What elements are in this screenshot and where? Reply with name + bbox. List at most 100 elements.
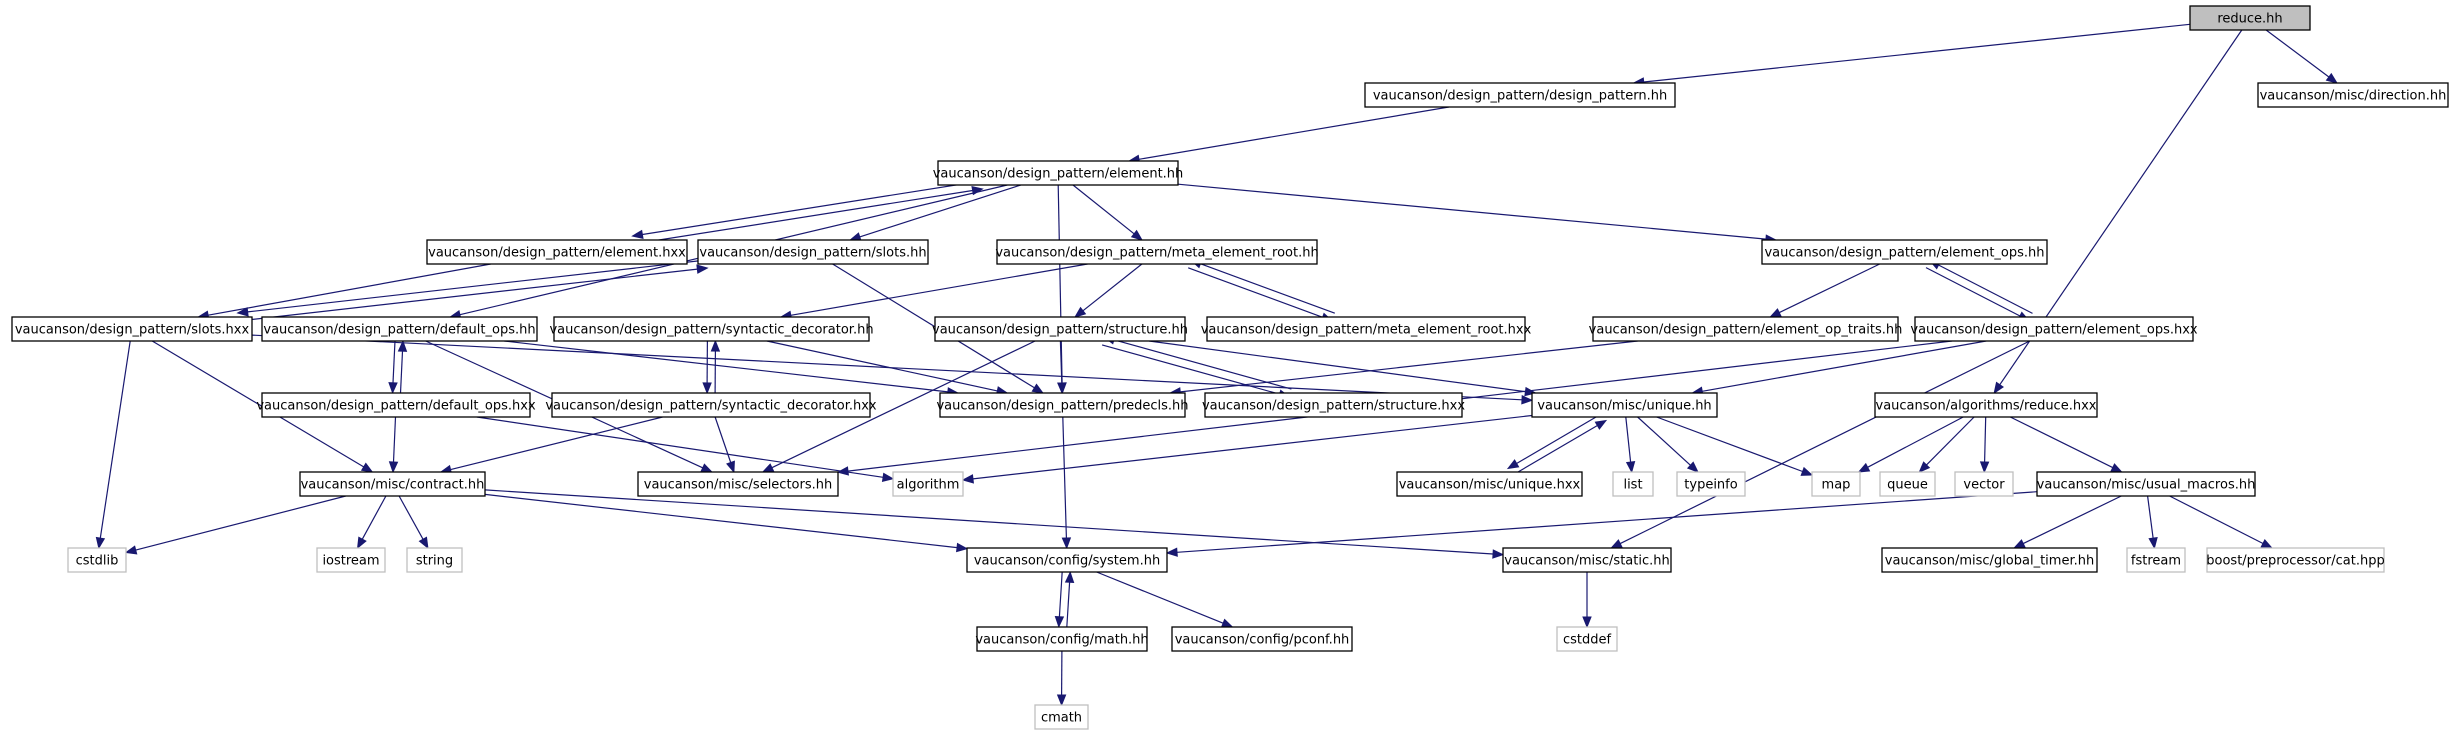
node-label: vaucanson/misc/unique.hxx bbox=[1399, 478, 1581, 493]
node-cstddef: cstddef bbox=[1556, 626, 1618, 652]
node-vaucanson-design-pattern-slots-hxx[interactable]: vaucanson/design_pattern/slots.hxx bbox=[11, 316, 253, 342]
node-vaucanson-design-pattern-structure-hxx[interactable]: vaucanson/design_pattern/structure.hxx bbox=[1202, 392, 1465, 418]
node-vaucanson-design-pattern-design-pattern-hh[interactable]: vaucanson/design_pattern/design_pattern.… bbox=[1364, 82, 1676, 108]
node-vaucanson-config-pconf-hh[interactable]: vaucanson/config/pconf.hh bbox=[1171, 626, 1353, 652]
edge-line bbox=[1643, 23, 2191, 83]
node-vaucanson-misc-usual-macros-hh[interactable]: vaucanson/misc/usual_macros.hh bbox=[2036, 471, 2256, 497]
node-label: list bbox=[1623, 478, 1642, 493]
node-label: cstddef bbox=[1563, 633, 1612, 648]
node-box bbox=[551, 392, 871, 418]
node-box bbox=[966, 547, 1168, 573]
edge-dp-element-ops-hxx-to-misc-unique-hh bbox=[1690, 340, 1987, 396]
arrowhead-icon bbox=[418, 536, 429, 550]
node-box bbox=[426, 239, 688, 265]
node-vaucanson-misc-static-hh[interactable]: vaucanson/misc/static.hh bbox=[1502, 547, 1672, 573]
node-vaucanson-algorithms-reduce-hxx[interactable]: vaucanson/algorithms/reduce.hxx bbox=[1874, 392, 2098, 418]
node-box bbox=[1204, 392, 1463, 418]
edge-cfg-system-to-cfg-pconf bbox=[1096, 571, 1234, 628]
edge-line bbox=[1625, 416, 1632, 463]
node-vaucanson-design-pattern-meta-element-root-hh[interactable]: vaucanson/design_pattern/meta_element_ro… bbox=[995, 239, 1319, 265]
node-vaucanson-misc-direction-hh[interactable]: vaucanson/misc/direction.hh bbox=[2257, 82, 2449, 108]
node-label: queue bbox=[1887, 478, 1928, 493]
arrowhead-icon bbox=[956, 542, 969, 553]
node-label: vaucanson/design_pattern/element_ops.hxx bbox=[1910, 323, 2198, 338]
edge-line bbox=[1187, 267, 1323, 318]
node-vaucanson-design-pattern-structure-hh[interactable]: vaucanson/design_pattern/structure.hh bbox=[932, 316, 1188, 342]
arrowhead-icon bbox=[2325, 72, 2338, 84]
arrowhead-icon bbox=[1220, 618, 1234, 628]
node-vaucanson-design-pattern-default-ops-hh[interactable]: vaucanson/design_pattern/default_ops.hh bbox=[261, 316, 538, 342]
arrowhead-icon bbox=[1057, 382, 1067, 395]
node-vaucanson-misc-selectors-hh[interactable]: vaucanson/misc/selectors.hh bbox=[637, 471, 839, 497]
edge-dp-element-ops-hh-to-dp-element-op-traits bbox=[1769, 263, 1880, 318]
node-label: vaucanson/design_pattern/syntactic_decor… bbox=[545, 399, 877, 414]
node-label: vaucanson/algorithms/reduce.hxx bbox=[1876, 399, 2097, 414]
node-box bbox=[406, 547, 463, 573]
arrowhead-icon bbox=[1610, 539, 1623, 549]
node-box bbox=[67, 547, 127, 573]
edge-line bbox=[766, 340, 998, 392]
node-label: iostream bbox=[322, 554, 379, 569]
node-vaucanson-misc-global-timer-hh[interactable]: vaucanson/misc/global_timer.hh bbox=[1881, 547, 2098, 573]
arrowhead-icon bbox=[700, 463, 714, 473]
edge-line bbox=[1637, 416, 1691, 466]
node-box bbox=[1612, 471, 1654, 497]
node-vaucanson-design-pattern-element-ops-hh[interactable]: vaucanson/design_pattern/element_ops.hh bbox=[1761, 239, 2048, 265]
node-vaucanson-design-pattern-syntactic-decorator-hxx[interactable]: vaucanson/design_pattern/syntactic_decor… bbox=[545, 392, 877, 418]
node-label: fstream bbox=[2131, 554, 2181, 569]
edge-misc-unique-hh-to-misc-unique-hxx bbox=[1506, 412, 1603, 470]
edge-cfg-system-to-cfg-math bbox=[1054, 571, 1065, 629]
node-vaucanson-design-pattern-element-hxx[interactable]: vaucanson/design_pattern/element.hxx bbox=[426, 239, 688, 265]
edge-line bbox=[392, 416, 397, 463]
arrowhead-icon bbox=[1492, 549, 1505, 559]
arrowhead-icon bbox=[726, 460, 735, 474]
edge-dp-default-ops-hh-to-dp-default-ops-hxx bbox=[388, 340, 398, 395]
edge-dp-slots-hxx-to-std-cstdlib bbox=[95, 340, 131, 550]
arrowhead-icon bbox=[1993, 381, 2004, 395]
node-label: vaucanson/design_pattern/structure.hxx bbox=[1202, 399, 1465, 414]
node-box bbox=[2189, 5, 2311, 31]
node-vaucanson-design-pattern-element-ops-hxx[interactable]: vaucanson/design_pattern/element_ops.hxx bbox=[1910, 316, 2198, 342]
edge-misc-contract-to-cfg-system bbox=[484, 493, 969, 553]
node-vaucanson-config-system-hh[interactable]: vaucanson/config/system.hh bbox=[966, 547, 1168, 573]
arrowhead-icon bbox=[356, 536, 367, 550]
node-layer: reduce.hh vaucanson/design_pattern/design… bbox=[11, 5, 2449, 730]
node-vector: vector bbox=[1954, 471, 2014, 497]
node-box bbox=[1761, 239, 2048, 265]
edge-line bbox=[1096, 571, 1224, 624]
arrowhead-icon bbox=[236, 307, 249, 317]
node-vaucanson-misc-unique-hh[interactable]: vaucanson/misc/unique.hh bbox=[1531, 392, 1718, 418]
node-box bbox=[1556, 626, 1618, 652]
node-vaucanson-config-math-hh[interactable]: vaucanson/config/math.hh bbox=[975, 626, 1149, 652]
node-box bbox=[1396, 471, 1583, 497]
node-vaucanson-design-pattern-syntactic-decorator-hh[interactable]: vaucanson/design_pattern/syntactic_decor… bbox=[549, 316, 874, 342]
edge-line bbox=[1138, 106, 1449, 160]
node-label: vaucanson/misc/usual_macros.hh bbox=[2037, 478, 2256, 493]
edge-line bbox=[1180, 340, 1638, 393]
edge-line bbox=[484, 493, 958, 549]
arrowhead-icon bbox=[2260, 539, 2274, 549]
edge-line bbox=[771, 340, 1036, 469]
node-vaucanson-design-pattern-predecls-hh[interactable]: vaucanson/design_pattern/predecls.hh bbox=[936, 392, 1189, 418]
node-vaucanson-design-pattern-element-hh[interactable]: vaucanson/design_pattern/element.hh bbox=[933, 160, 1184, 186]
node-box bbox=[937, 160, 1179, 186]
node-algorithm: algorithm bbox=[892, 471, 964, 497]
node-vaucanson-misc-unique-hxx[interactable]: vaucanson/misc/unique.hxx bbox=[1396, 471, 1583, 497]
node-vaucanson-misc-contract-hh[interactable]: vaucanson/misc/contract.hh bbox=[299, 471, 486, 497]
node-vaucanson-design-pattern-element-op-traits-hh[interactable]: vaucanson/design_pattern/element_op_trai… bbox=[1589, 316, 1903, 342]
edge-line bbox=[1511, 424, 1598, 477]
node-vaucanson-design-pattern-slots-hh[interactable]: vaucanson/design_pattern/slots.hh bbox=[697, 239, 929, 265]
edge-dp-slots-hxx-to-misc-contract bbox=[151, 340, 374, 473]
edge-line bbox=[2169, 495, 2264, 545]
node-box bbox=[2257, 82, 2449, 108]
node-vaucanson-design-pattern-default-ops-hxx[interactable]: vaucanson/design_pattern/default_ops.hxx bbox=[256, 392, 536, 418]
arrowhead-icon bbox=[1625, 461, 1636, 474]
node-label: vaucanson/design_pattern/default_ops.hxx bbox=[256, 399, 536, 414]
node-box bbox=[1592, 316, 1899, 342]
node-vaucanson-design-pattern-meta-element-root-hxx[interactable]: vaucanson/design_pattern/meta_element_ro… bbox=[1201, 316, 1532, 342]
edge-dp-meta-root-hxx-to-dp-meta-root-hh bbox=[1189, 259, 1336, 314]
edge-line bbox=[2265, 29, 2330, 78]
edge-dp-element-hh-to-dp-meta-root-hh bbox=[1072, 184, 1144, 241]
node-reduce-hh[interactable]: reduce.hh bbox=[2189, 5, 2311, 31]
